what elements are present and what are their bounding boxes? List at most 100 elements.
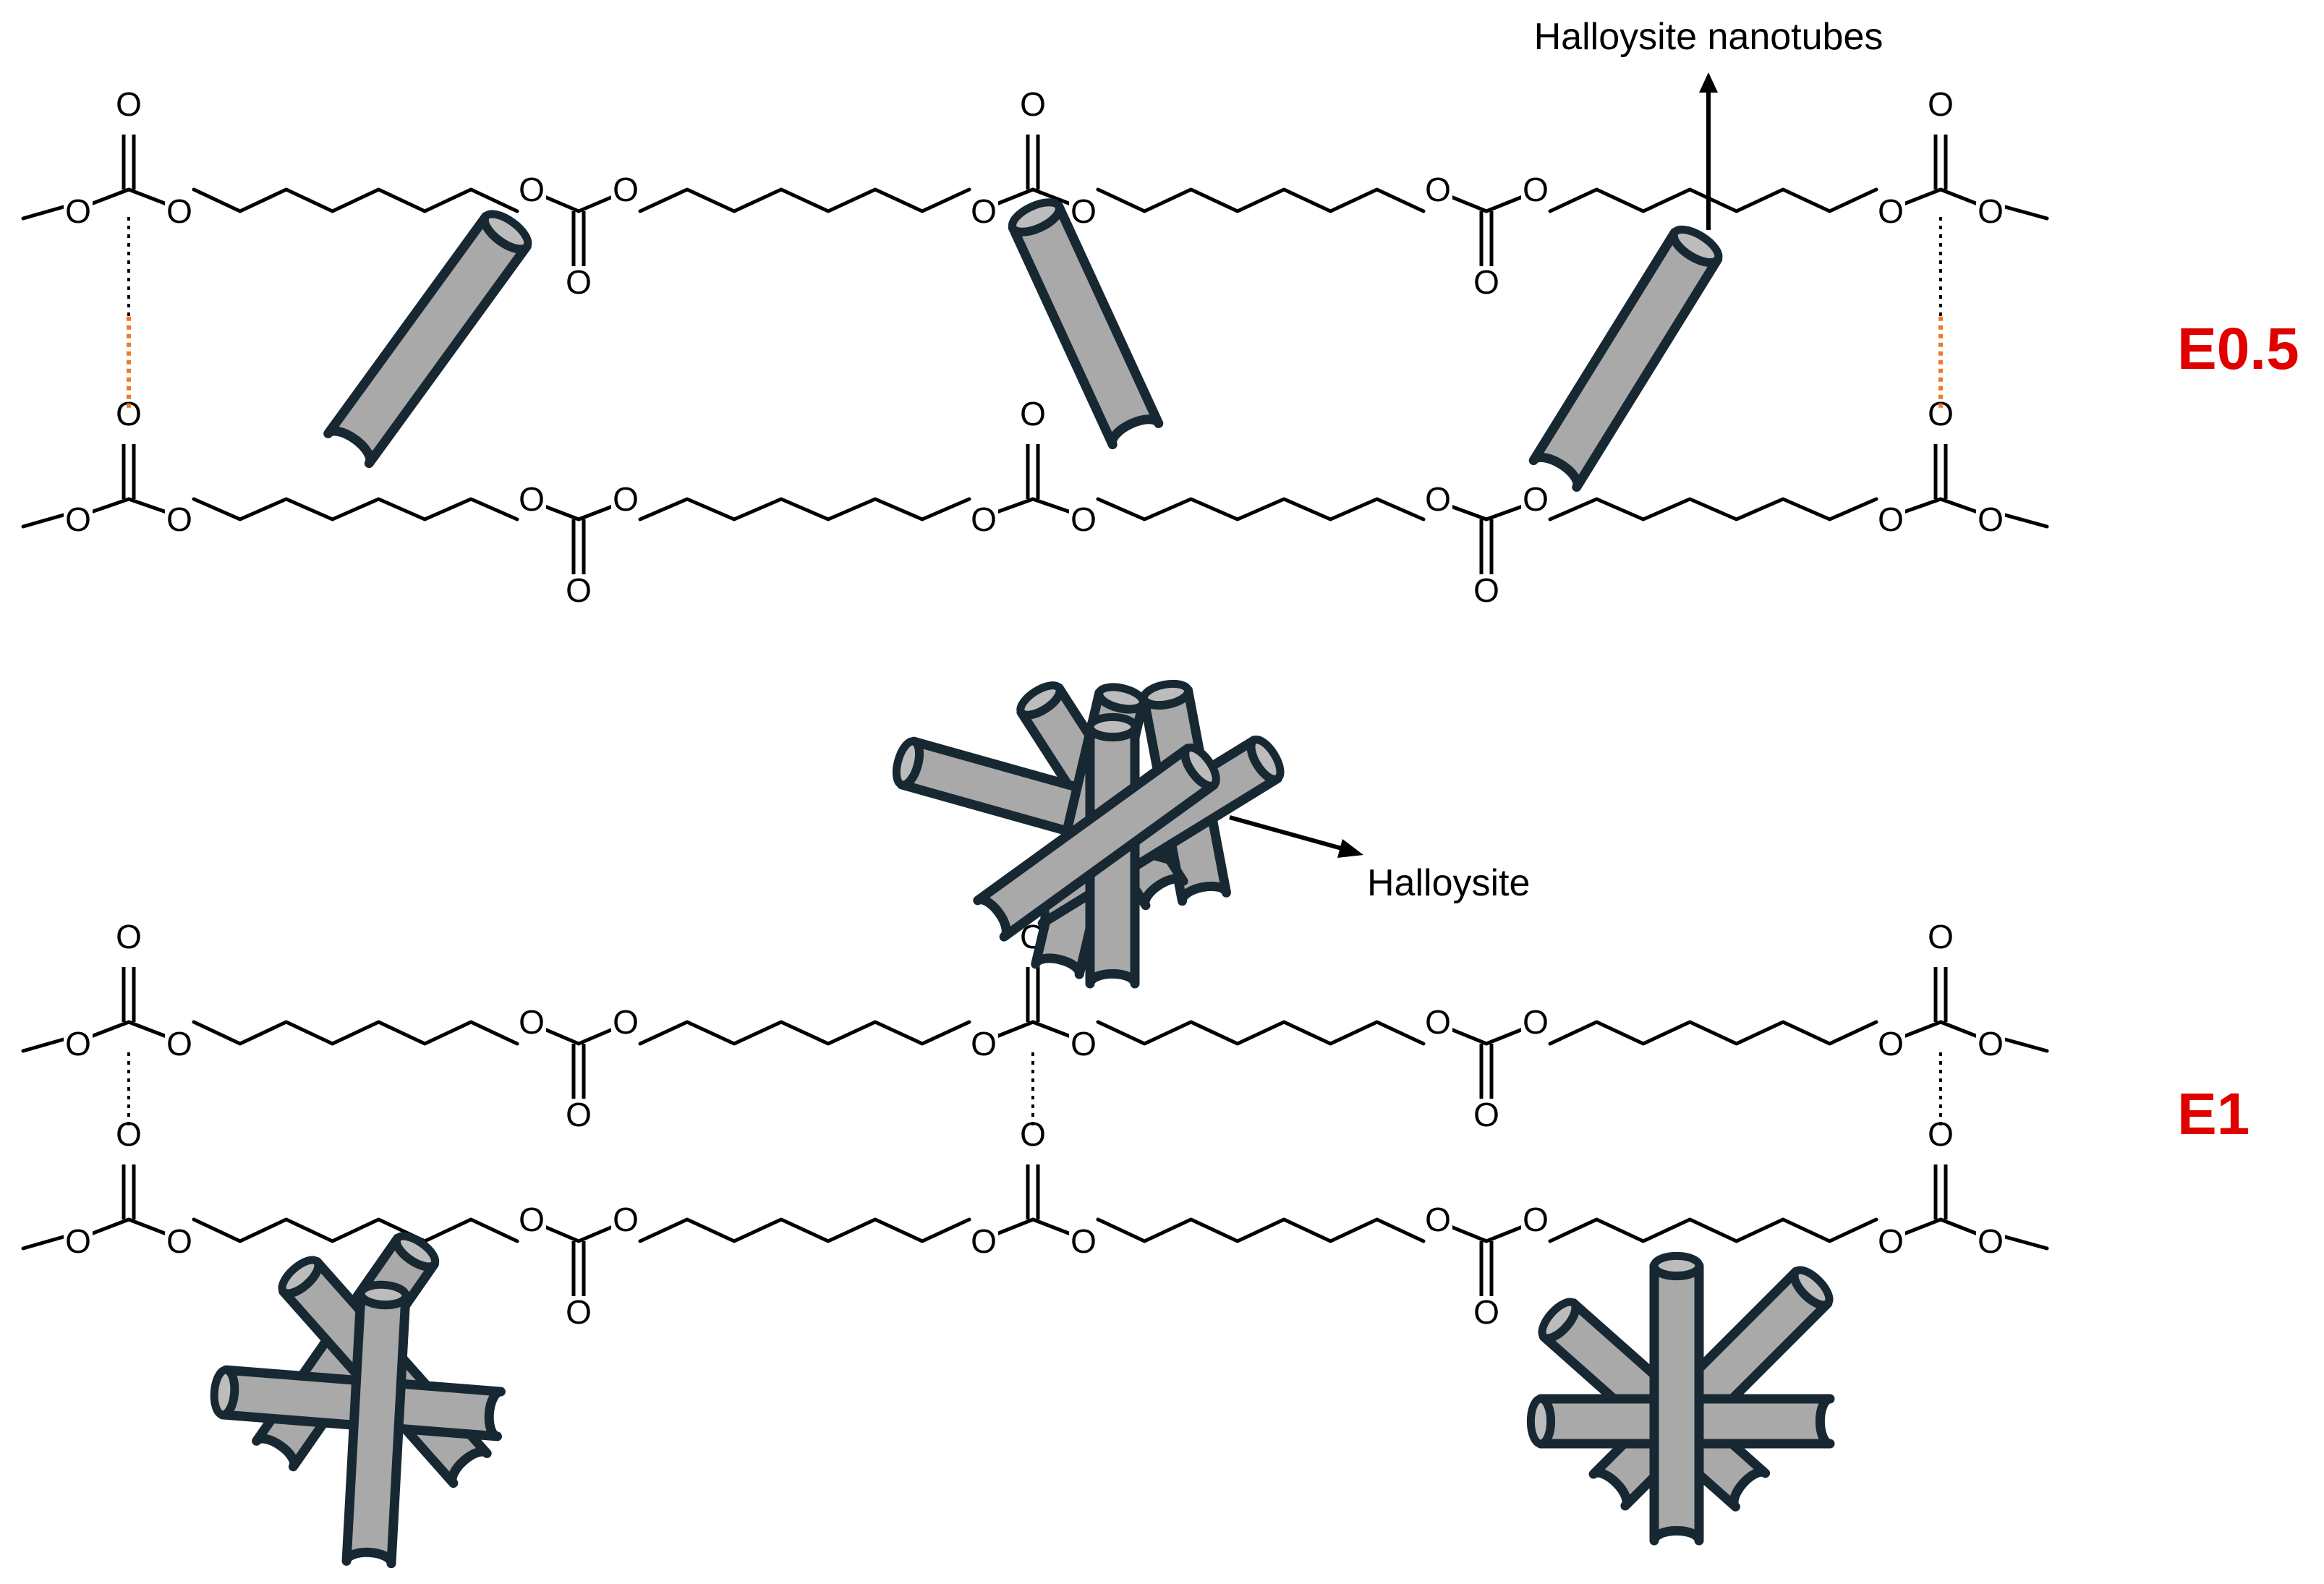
chain-bond — [127, 497, 169, 514]
chain-bond — [995, 497, 1035, 514]
atom-mask — [564, 1298, 593, 1329]
chain-bond — [995, 1020, 1035, 1039]
chain-bond — [21, 1235, 66, 1251]
oxygen-atom: O — [166, 1222, 192, 1260]
oxygen-atom: O — [1928, 1115, 1954, 1153]
atom-mask — [517, 1205, 546, 1237]
halloysite-tube — [1008, 198, 1164, 450]
oxygen-atom: O — [116, 395, 142, 433]
atom-mask — [1926, 90, 1955, 122]
halloysite-tube — [973, 744, 1220, 942]
chain-bond — [638, 1020, 971, 1046]
tube-body — [1649, 1261, 1704, 1546]
tube-body — [341, 1288, 411, 1569]
oxygen-atom: O — [1473, 263, 1499, 301]
oxygen-atom: O — [1071, 1025, 1097, 1063]
oxygen-atom: O — [613, 1201, 639, 1238]
chain-bond — [638, 187, 971, 213]
tube-cap — [210, 1366, 239, 1419]
atom-mask — [564, 268, 593, 299]
chain-bond — [2003, 1037, 2049, 1053]
chain-bond — [1031, 187, 1073, 206]
atom-mask — [165, 1227, 194, 1259]
atom-mask — [1423, 1008, 1452, 1039]
atom-mask — [969, 1227, 998, 1259]
atom-mask — [517, 485, 546, 516]
oxygen-atom: O — [1978, 192, 2004, 230]
oxygen-atom: O — [116, 85, 142, 123]
chain-bond — [1449, 1225, 1489, 1243]
oxygen-atom: O — [1878, 192, 1904, 230]
atom-mask — [114, 922, 143, 954]
chain-bond — [638, 1217, 971, 1243]
chain-bond — [1548, 1020, 1878, 1046]
text-labels: Halloysite nanotubes Halloysite E0.5 E1 — [1367, 16, 2299, 1147]
atom-mask — [1069, 1227, 1098, 1259]
oxygen-atom: O — [1978, 1025, 2004, 1063]
oxygen-atom: O — [65, 501, 91, 538]
oxygen-atom: O — [1928, 395, 1954, 433]
tube-cap — [1086, 712, 1139, 741]
atom-mask — [1423, 175, 1452, 207]
oxygen-atom: O — [1473, 1096, 1499, 1133]
oxygen-atom: O — [519, 480, 545, 518]
oxygen-atom: O — [1928, 85, 1954, 123]
oxygen-atom: O — [971, 1222, 997, 1260]
atom-mask — [969, 1029, 998, 1061]
oxygen-atom: O — [1473, 1293, 1499, 1331]
chain-bond — [1484, 1027, 1525, 1046]
oxygen-atom: O — [1071, 1222, 1097, 1260]
halloysite-tube — [1649, 1251, 1704, 1546]
halloysite-tube — [341, 1280, 411, 1569]
oxygen-atom: O — [1878, 1222, 1904, 1260]
oxygen-atom: O — [116, 1115, 142, 1153]
annotation-arrows — [1229, 72, 1718, 858]
atom-mask — [1876, 505, 1905, 537]
oxygen-atom: O — [65, 1025, 91, 1063]
tube-cap — [1790, 1266, 1834, 1309]
oxygen-atom: O — [519, 1201, 545, 1238]
chain-bond — [1484, 1225, 1525, 1243]
oxygen-atom: O — [1020, 395, 1046, 433]
oxygen-atom: O — [1523, 480, 1549, 518]
atom-mask — [611, 1008, 640, 1039]
chain-bond — [1548, 497, 1878, 521]
tube-cap — [480, 210, 532, 253]
tube-cap — [1095, 683, 1147, 713]
atom-mask — [611, 485, 640, 516]
chain-bond — [1031, 497, 1073, 514]
atom-mask — [64, 197, 93, 229]
atom-mask — [1069, 1029, 1098, 1061]
chain-bond — [89, 187, 131, 206]
atom-mask — [1521, 175, 1550, 207]
tube-cap — [392, 1232, 440, 1271]
chain-bond — [1031, 1020, 1073, 1039]
chain-bond — [542, 504, 581, 521]
oxygen-atom: O — [1425, 1003, 1451, 1041]
oxygen-atom: O — [613, 1003, 639, 1041]
tube-cap — [278, 1256, 323, 1298]
atom-mask — [1472, 1298, 1501, 1329]
atom-mask — [165, 1029, 194, 1061]
chain-bond — [1938, 497, 1980, 514]
chain-bond — [2003, 205, 2049, 221]
oxygen-atom: O — [566, 1096, 592, 1133]
oxygen-atom: O — [1425, 480, 1451, 518]
oxygen-atom: O — [1425, 171, 1451, 208]
atom-mask — [969, 197, 998, 229]
sample-tag-e1: E1 — [2177, 1081, 2249, 1147]
atom-mask — [114, 90, 143, 122]
oxygen-atom: O — [566, 571, 592, 609]
chain-bond — [1096, 187, 1426, 213]
oxygen-atom: O — [116, 918, 142, 955]
chain-bond — [127, 187, 169, 206]
halloysite-label: Halloysite — [1367, 862, 1530, 904]
tube-cap — [1181, 744, 1220, 790]
oxygen-atom: O — [519, 171, 545, 208]
atom-mask — [1423, 1205, 1452, 1237]
chain-bond — [89, 497, 131, 514]
